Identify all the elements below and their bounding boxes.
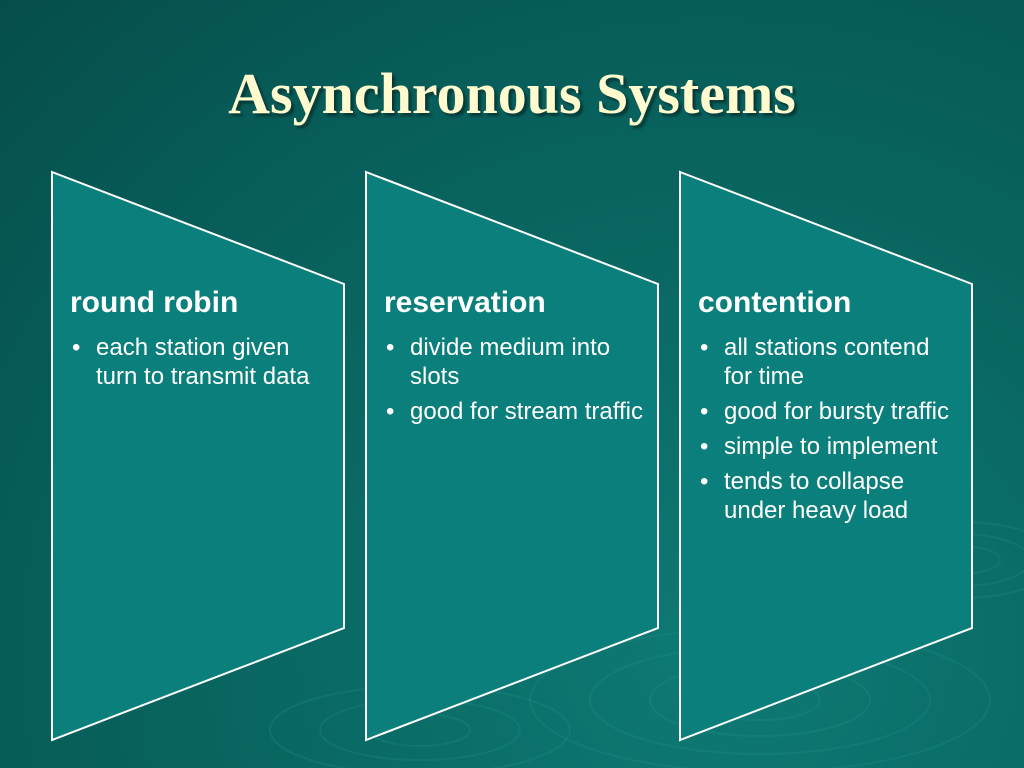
panel-heading: round robin [70,286,239,319]
list-item-text: good for stream traffic [410,398,643,425]
list-item-text: good for bursty traffic [724,398,949,425]
list-item-text: each station given turn to transmit data [96,334,310,390]
list-item: • simple to implement [698,432,960,461]
panel-shape-contention [679,170,973,742]
list-item: • divide medium into slots [384,333,646,391]
list-item: • good for stream traffic [384,397,646,426]
bullet-dot-icon: • [700,398,709,425]
bullet-list: • each station given turn to transmit dat… [70,333,332,391]
bullet-list: • all stations contend for time • good for… [698,333,960,525]
list-item-text: divide medium into slots [410,334,611,390]
list-item-text: simple to implement [724,433,938,460]
list-item: • good for bursty traffic [698,397,960,426]
panel-shape-reservation [365,170,659,742]
panel-round-robin: round robin • each station given turn to … [70,285,332,397]
bullet-dot-icon: • [700,334,709,361]
list-item-text: all stations contend for time [724,334,930,390]
bullet-dot-icon: • [386,334,395,361]
panel-reservation: reservation • divide medium into slots • g… [384,285,646,432]
bullet-dot-icon: • [700,468,709,495]
bullet-dot-icon: • [700,433,709,460]
panel-contention: contention • all stations contend for tim… [698,285,960,531]
bullet-dot-icon: • [72,334,81,361]
list-item: • each station given turn to transmit dat… [70,333,332,391]
bullet-list: • divide medium into slots • good for stre… [384,333,646,426]
panel-shape-round-robin [51,170,345,742]
panel-heading: reservation [384,286,546,319]
list-item: • tends to collapse under heavy load [698,467,960,525]
slide-title: Asynchronous Systems [228,61,796,126]
panel-heading: contention [698,286,852,319]
list-item: • all stations contend for time [698,333,960,391]
list-item-text: tends to collapse under heavy load [724,468,909,524]
bullet-dot-icon: • [386,398,395,425]
